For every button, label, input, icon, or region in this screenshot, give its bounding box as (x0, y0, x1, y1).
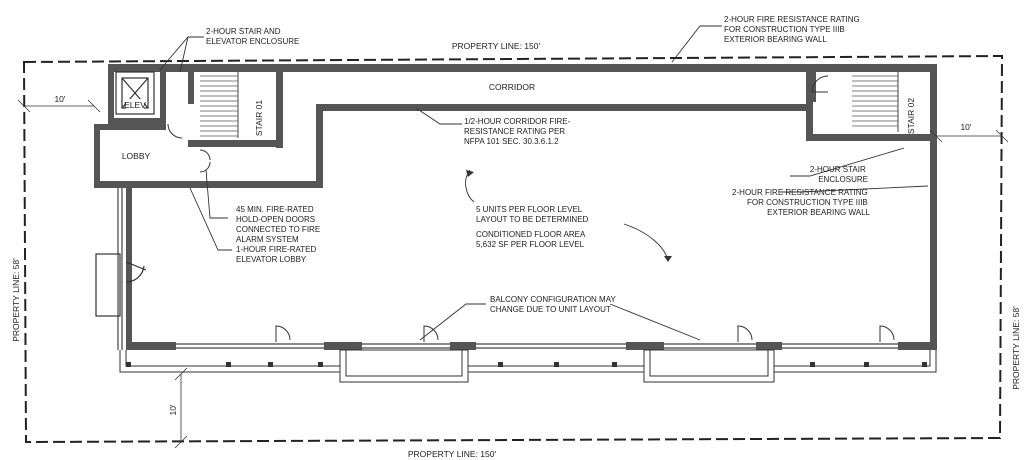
note-line: EXTERIOR BEARING WALL (767, 208, 870, 217)
corridor-label: CORRIDOR (489, 82, 535, 92)
note-corridor-rating: 1/2-HOUR CORRIDOR FIRE- RESISTANCE RATIN… (464, 117, 572, 146)
note-units: 5 UNITS PER FLOOR LEVEL LAYOUT TO BE DET… (476, 205, 589, 224)
note-stair-enclosure: 2-HOUR STAIR ENCLOSURE (810, 165, 868, 184)
note-line: FOR CONSTRUCTION TYPE IIIB (747, 198, 868, 207)
note-line: HOLD-OPEN DOORS (236, 215, 315, 224)
note-line: LAYOUT TO BE DETERMINED (476, 215, 589, 224)
note-line: CONDITIONED FLOOR AREA (476, 230, 586, 239)
stair-02-label: STAIR 02 (906, 98, 916, 134)
balcony-posts (126, 362, 927, 367)
note-line: 2-HOUR FIRE RESISTANCE RATING (724, 15, 860, 24)
note-fire-rating-top: 2-HOUR FIRE RESISTANCE RATING FOR CONSTR… (724, 15, 862, 44)
note-line: 2-HOUR STAIR AND (206, 27, 281, 36)
note-line: ENCLOSURE (818, 175, 868, 184)
note-balcony: BALCONY CONFIGURATION MAY CHANGE DUE TO … (490, 295, 618, 314)
setback-dimension-lines (17, 99, 1009, 449)
setback-bottom-label: 10' (168, 404, 178, 415)
setback-right-label: 10' (960, 122, 971, 132)
stair-01-treads (200, 75, 238, 137)
stair-02-treads (852, 75, 898, 127)
note-line: ALARM SYSTEM (236, 235, 299, 244)
leader-arrowheads (466, 170, 672, 262)
note-stair-elevator-enclosure: 2-HOUR STAIR AND ELEVATOR ENCLOSURE (206, 27, 299, 46)
building-walls (94, 64, 937, 350)
note-fire-rating-right: 2-HOUR FIRE RESISTANCE RATING FOR CONSTR… (732, 188, 870, 217)
note-line: 5 UNITS PER FLOOR LEVEL (476, 205, 583, 214)
note-line: BALCONY CONFIGURATION MAY (490, 295, 616, 304)
note-line: 5,632 SF PER FLOOR LEVEL (476, 240, 585, 249)
lobby-label: LOBBY (122, 151, 151, 161)
note-line: EXTERIOR BEARING WALL (724, 35, 827, 44)
note-hold-open-doors: 45 MIN. FIRE-RATED HOLD-OPEN DOORS CONNE… (236, 205, 322, 244)
property-line-right-label: PROPERTY LINE: 58' (1011, 306, 1021, 390)
property-line-boundary (22, 54, 1004, 444)
elevator-label-bg (126, 99, 144, 110)
note-line: FOR CONSTRUCTION TYPE IIIB (724, 25, 845, 34)
west-entry-box (95, 253, 147, 317)
property-line-top-label: PROPERTY LINE: 150' (452, 41, 541, 51)
window-lines (117, 188, 898, 350)
setback-left-label: 10' (54, 94, 65, 104)
note-floor-area: CONDITIONED FLOOR AREA 5,632 SF PER FLOO… (476, 230, 587, 249)
note-line: ELEVATOR LOBBY (236, 255, 307, 264)
note-line: NFPA 101 SEC. 30.3.6.1.2 (464, 137, 559, 146)
stair-01-label: STAIR 01 (254, 100, 264, 136)
note-line: 2-HOUR STAIR (810, 165, 866, 174)
door-swings (167, 75, 895, 342)
property-line-bottom-label: PROPERTY LINE: 150' (408, 449, 497, 459)
note-elevator-lobby: 1-HOUR FIRE-RATED ELEVATOR LOBBY (236, 245, 319, 264)
property-line-left-label: PROPERTY LINE: 58' (11, 258, 21, 342)
note-line: ELEVATOR ENCLOSURE (206, 37, 299, 46)
note-line: CHANGE DUE TO UNIT LAYOUT (490, 305, 611, 314)
note-line: 1/2-HOUR CORRIDOR FIRE- (464, 117, 571, 126)
note-line: CONNECTED TO FIRE (236, 225, 320, 234)
note-line: 45 MIN. FIRE-RATED (236, 205, 314, 214)
note-line: RESISTANCE RATING PER (464, 127, 565, 136)
note-line: 2-HOUR FIRE RESISTANCE RATING (732, 188, 868, 197)
elevator-label: ELEV (124, 100, 146, 110)
note-line: 1-HOUR FIRE-RATED (236, 245, 317, 254)
